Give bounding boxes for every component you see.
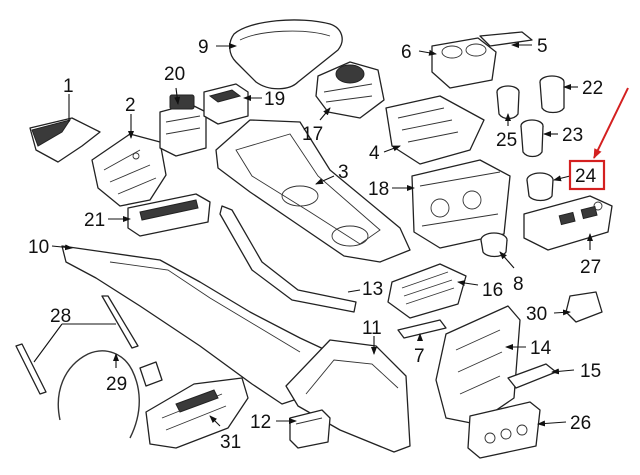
label-26: 26 <box>570 413 591 434</box>
part-7-clip-strip <box>397 319 447 339</box>
part-16-vent-assembly <box>387 263 467 319</box>
part-21-switch-bank <box>127 193 211 237</box>
part-13-trim-strip <box>219 205 357 313</box>
label-13: 13 <box>362 279 383 300</box>
part-31-module <box>145 377 249 449</box>
label-31: 31 <box>220 432 241 453</box>
label-29: 29 <box>106 374 127 395</box>
part-28-rods <box>15 295 139 395</box>
part-8-knob <box>480 232 508 258</box>
label-28: 28 <box>50 306 71 327</box>
label-9: 9 <box>198 37 209 58</box>
label-6: 6 <box>401 42 412 63</box>
part-17-gear-selector <box>315 61 385 119</box>
label-16: 16 <box>482 280 503 301</box>
label-14: 14 <box>530 338 552 359</box>
part-24-ring <box>526 172 554 202</box>
label-5: 5 <box>537 36 548 57</box>
label-18: 18 <box>368 179 389 200</box>
highlight-box-24 <box>568 159 606 191</box>
label-3: 3 <box>338 162 349 183</box>
part-29-cable <box>57 350 163 439</box>
label-8: 8 <box>513 274 524 295</box>
part-19-switch-module <box>203 83 249 125</box>
label-21: 21 <box>84 210 105 231</box>
part-6-cup-holder <box>431 37 497 89</box>
label-23: 23 <box>562 125 583 146</box>
highlight-callout-24 <box>568 87 629 191</box>
part-26-switch-pack <box>467 401 541 459</box>
label-27: 27 <box>580 257 601 278</box>
part-23-sleeve <box>520 119 544 158</box>
label-30: 30 <box>526 304 547 325</box>
highlight-arrow-24 <box>593 87 629 159</box>
part-number-labels: 1 2 3 4 5 6 7 8 9 10 11 12 13 14 15 16 1… <box>28 36 603 453</box>
part-4-bezel <box>385 95 485 165</box>
part-9-armrest-lid <box>229 19 343 90</box>
label-11: 11 <box>362 318 382 339</box>
label-15: 15 <box>580 361 601 382</box>
part-5-mat <box>479 31 533 47</box>
label-4: 4 <box>369 143 380 164</box>
label-17: 17 <box>302 124 323 145</box>
part-12-bracket <box>289 409 331 449</box>
label-19: 19 <box>264 89 285 110</box>
label-1: 1 <box>63 76 74 97</box>
part-30-connector <box>565 291 603 323</box>
leader-lines <box>33 42 593 427</box>
part-1-trim-panel <box>29 117 101 163</box>
label-2: 2 <box>125 95 136 116</box>
part-18-control-panel <box>411 159 511 249</box>
part-25-insert <box>496 85 520 120</box>
part-22-insert <box>539 75 565 114</box>
label-20: 20 <box>164 64 185 85</box>
part-10-side-panel <box>61 245 331 405</box>
label-24: 24 <box>575 166 597 187</box>
part-2-bracket <box>91 133 167 207</box>
label-10: 10 <box>28 237 49 258</box>
part-14-housing <box>435 305 521 425</box>
label-25: 25 <box>496 130 517 151</box>
part-3-console-frame <box>215 119 411 263</box>
label-12: 12 <box>250 412 271 433</box>
label-22: 22 <box>582 78 603 99</box>
part-27-switch-panel <box>523 195 613 251</box>
part-20-switch-module <box>159 94 207 157</box>
label-7: 7 <box>414 346 425 367</box>
